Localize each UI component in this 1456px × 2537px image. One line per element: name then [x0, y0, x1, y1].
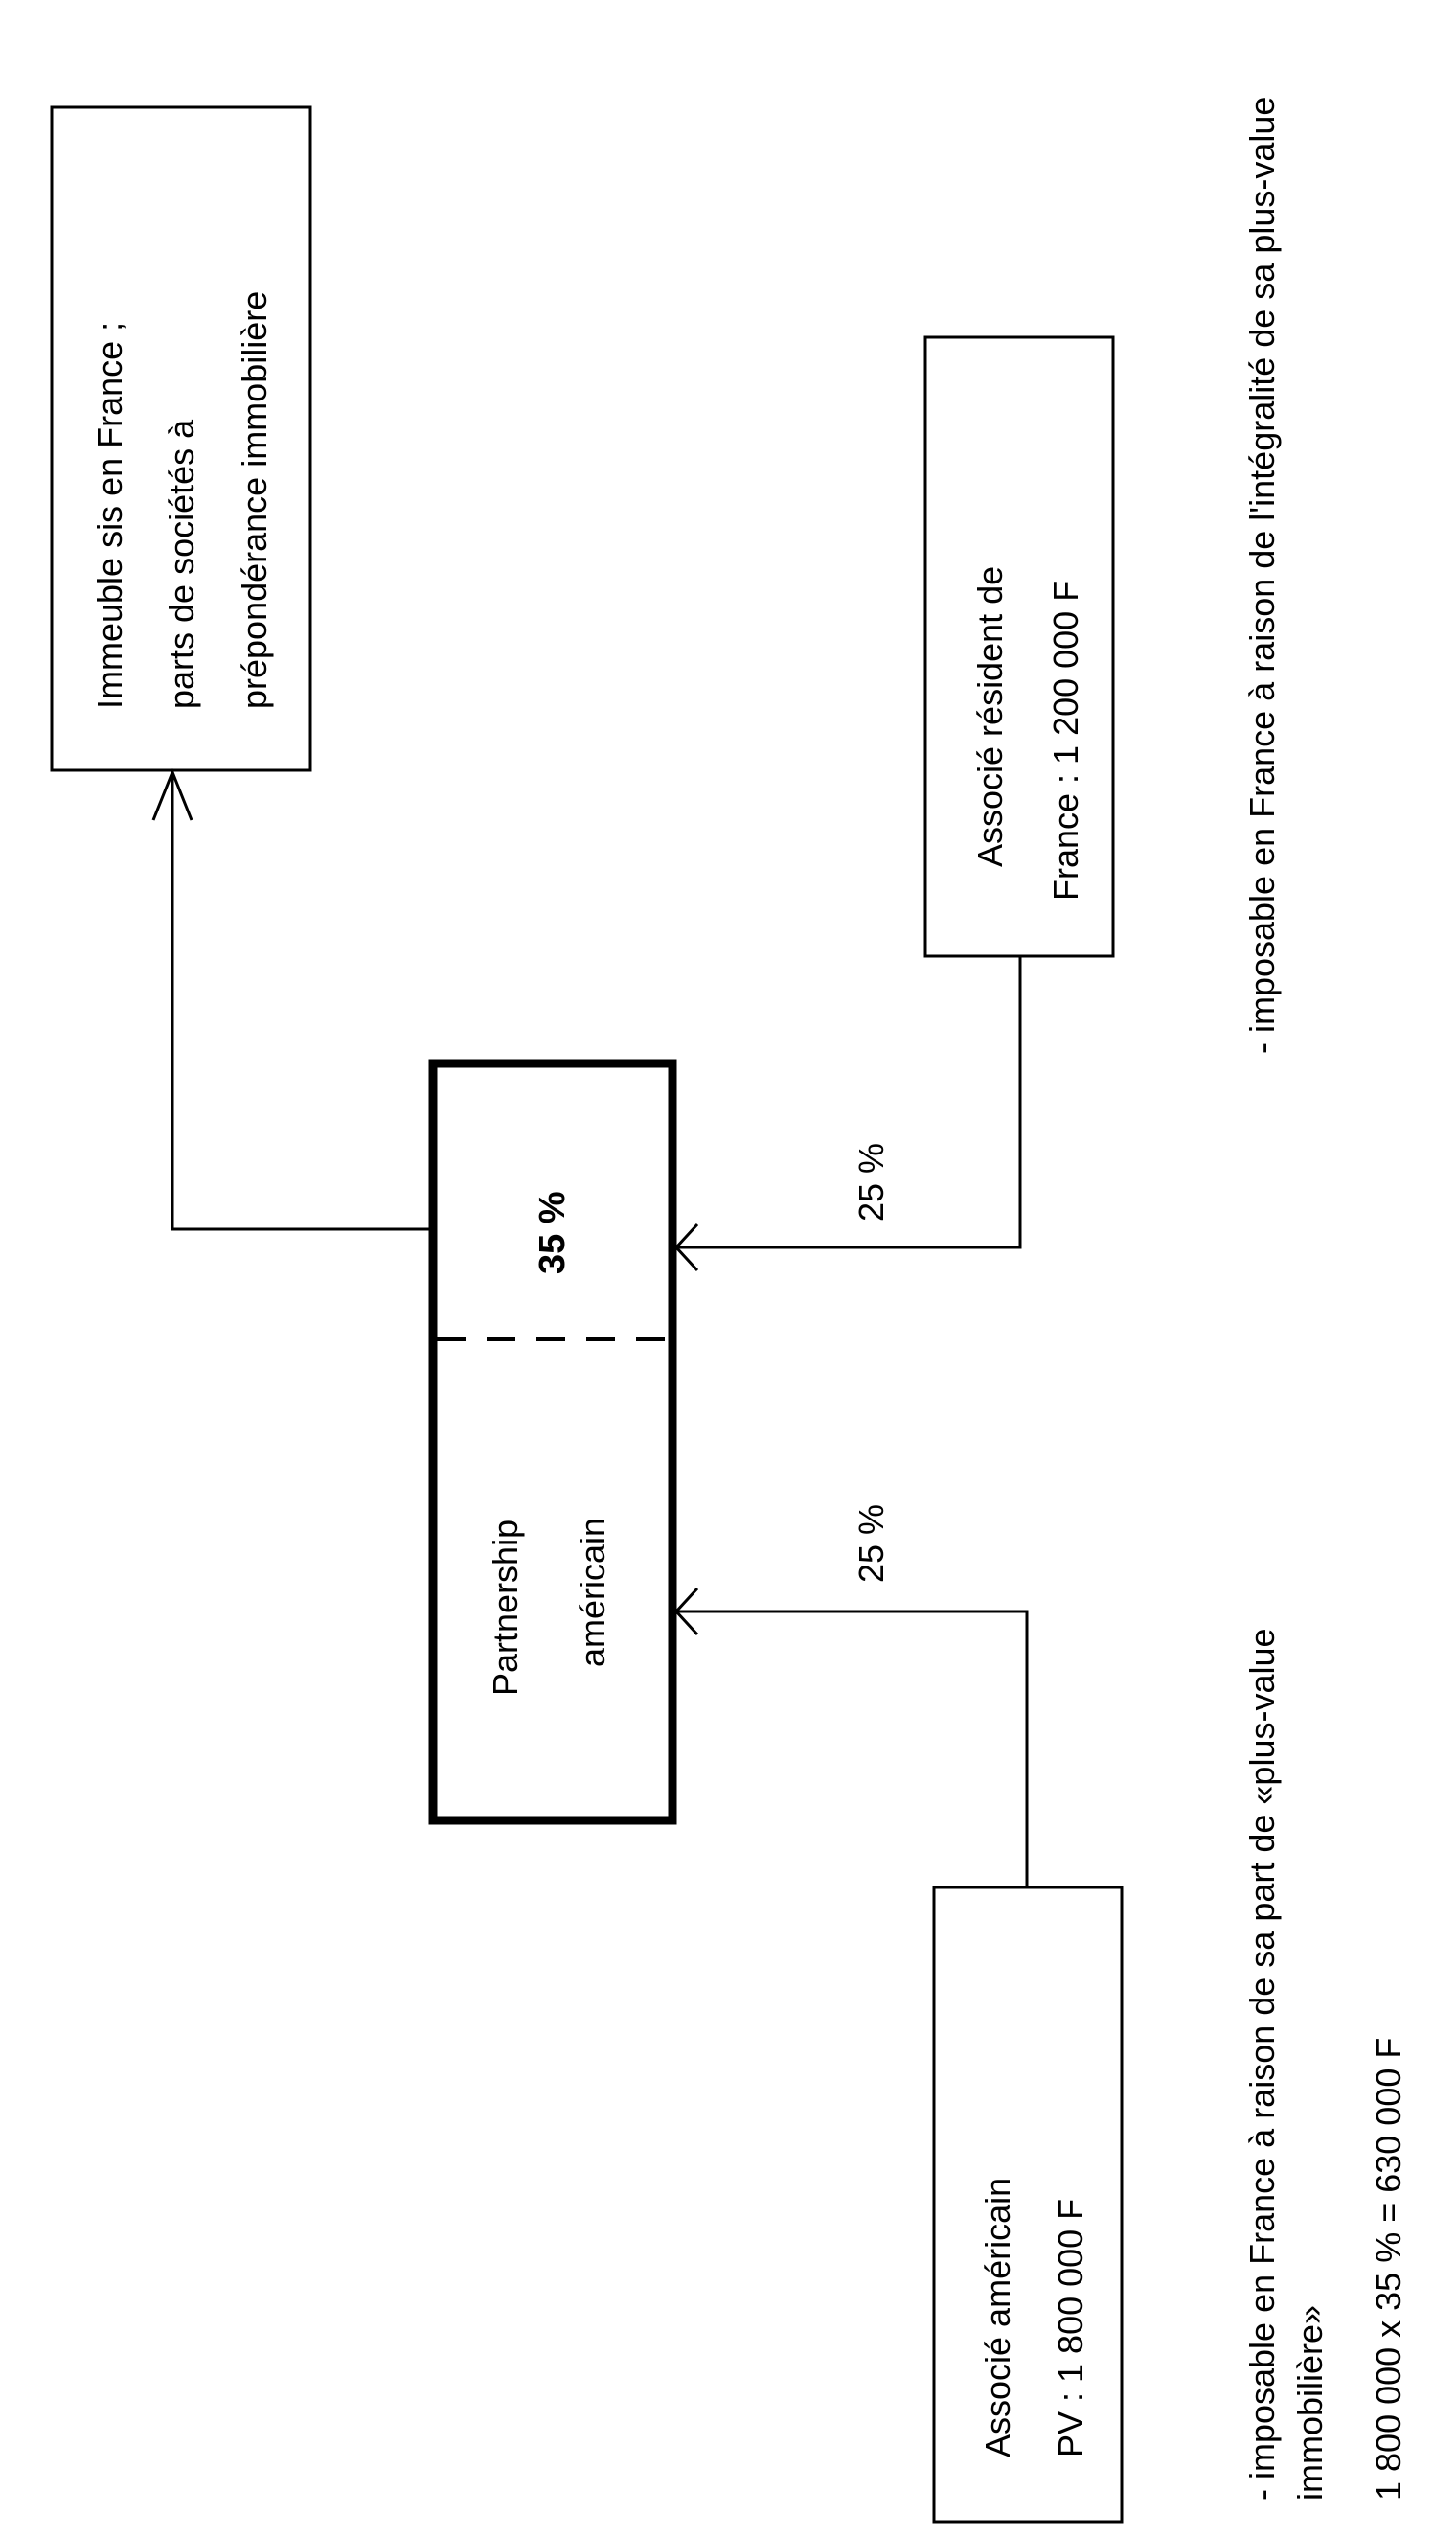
resident-to-partnership-connector [673, 956, 1022, 1272]
resident-partner-box-frame [923, 335, 1115, 958]
property-box: Immeuble sis en France ; parts de sociét… [50, 105, 312, 772]
property-box-line-3: prépondérance immobilière [235, 291, 274, 709]
partnership-share-label: 35 % [533, 1191, 573, 1274]
partnership-box-frame [428, 1059, 677, 1825]
partnership-box: 35 % Partnership américain [428, 1059, 677, 1825]
arrowhead-property [151, 767, 193, 821]
american-tax-note-line-2: immobilière» [1290, 2305, 1330, 2501]
american-partner-box-frame [932, 1886, 1124, 2524]
arrowhead-resident [673, 1223, 699, 1272]
american-partner-line-2: PV : 1 800 000 F [1051, 2199, 1090, 2457]
resident-share-label: 25 % [852, 1143, 891, 1222]
american-to-partnership-connector [673, 1587, 1029, 1887]
american-partner-box: Associé américain PV : 1 800 000 F [932, 1886, 1124, 2524]
american-partner-line-1: Associé américain [978, 2178, 1017, 2457]
resident-tax-note: - imposable en France à raison de l'inté… [1242, 97, 1282, 1054]
resident-partner-box: Associé résident de France : 1 200 000 F [923, 335, 1115, 958]
property-box-line-2: parts de sociétés à [162, 419, 201, 709]
partnership-to-property-connector [151, 767, 433, 1231]
resident-partner-line-2: France : 1 200 000 F [1046, 581, 1085, 901]
american-tax-note-line-1: - imposable en France à raison de sa par… [1242, 1628, 1282, 2501]
arrowhead-american [673, 1587, 699, 1636]
partnership-line-1: Partnership [486, 1520, 525, 1696]
property-box-frame [50, 105, 312, 772]
resident-partner-line-1: Associé résident de [970, 566, 1010, 867]
partnership-line-2: américain [573, 1518, 612, 1667]
property-box-line-1: Immeuble sis en France ; [90, 322, 129, 709]
tax-calculation: 1 800 000 x 35 % = 630 000 F [1369, 2038, 1408, 2501]
american-share-label: 25 % [852, 1504, 891, 1583]
